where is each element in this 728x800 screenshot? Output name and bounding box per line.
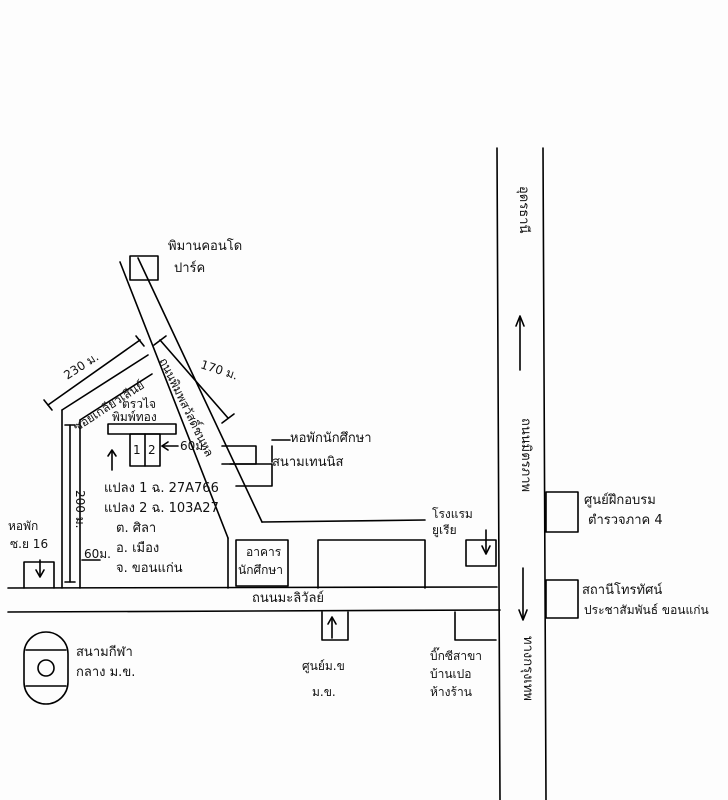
bigc-box [454,611,497,641]
plot-2-label: 2 [148,443,156,457]
main-road-label: ถนนมะลิวัลย์ [252,591,325,606]
museum-label: สถานีโทรทัศน์ [582,583,663,598]
stadium-center [37,659,55,677]
plot-1-label: 1 [133,443,141,457]
tambon-label: ต. ศิลา [116,521,157,536]
condo-label-2: ปาร์ค [174,261,206,276]
condo-box [129,255,159,281]
training-box [545,491,579,533]
soi-diagonal-outer [61,354,149,411]
gate-label-2: ม.ข. [312,685,336,699]
trip-house-label: ตรวไจ [122,397,157,411]
dim-60-label: 60ม. [180,439,207,453]
building-label: อาคาร [246,545,282,559]
stadium-label: สนามกีฬา [76,645,133,660]
tennis-label: สนามเทนนิส [272,455,344,470]
tennis-box [229,463,273,487]
highway-left-edge [496,147,501,800]
museum-box [545,579,579,619]
diagonal-road-bottom-edge [261,519,426,523]
bigc-label: บิ๊กซีสาขา [430,649,483,663]
hotel-label: โรงแรม [432,507,473,521]
diagonal-road-right [137,257,263,523]
highway-right-edge [542,147,547,800]
dim-200-label: 200 ม. [73,490,87,529]
bigc-label-2: บ้านเปอ [430,667,472,681]
udon-label: อุดรธานี [516,186,531,234]
dim-230-tick-b [135,335,145,347]
dim-230-tick-a [43,399,53,411]
condo-label: พิมานคอนโด [168,239,243,254]
arrow-south-head [518,609,528,621]
diagonal-road-left [119,261,229,539]
gate-label: ศูนย์ม.ข [302,659,345,673]
bigc-label-3: ห้างร้าน [430,685,472,699]
deed-1-label: แปลง 1 ฉ. 27A766 [104,481,219,496]
hotel-arrow-head [481,545,491,555]
amphoe-label: อ. เมือง [116,541,160,556]
hotel-box [465,539,497,567]
gate-box [321,611,349,641]
hotel-label-2: ยูเรีย [432,523,457,537]
deed-2-label: แปลง 2 ฉ. 103A27 [104,501,219,516]
dim-60b-label: 60ม. [84,547,111,561]
main-road-bottom [7,609,501,613]
stadium-outline [23,631,69,705]
building-label-2: นักศึกษา [238,563,283,577]
highway-box-left [317,539,426,589]
soi16-label: ซ.ย 16 [10,537,49,551]
dim-170-tick-a [153,335,167,346]
province-label: จ. ขอนแก่น [116,561,183,576]
museum-label-2: ประชาสัมพันธ์ ขอนแก่น [584,603,709,617]
hopak-label: หอพัก [8,519,39,533]
training-label-2: ตำรวจภาค 4 [588,513,663,528]
stadium-label-2: กลาง ม.ข. [76,665,136,680]
soi-diagonal-inner [79,373,153,421]
dim-170 [159,339,229,419]
dim-170-tick-b [221,413,235,424]
hostel-label: หอพักนักศึกษา [290,431,372,446]
bangkok-label: ทางกรุงเทพ [520,636,535,701]
hopak-box [23,561,55,589]
main-road-top [7,586,498,589]
training-label: ศูนย์ฝึกอบรม [584,493,656,508]
arrow-north-head [515,315,525,327]
trip-house-label-2: พิมพ์ทอง [112,410,157,424]
mittraphap-label: ถนนมิตรภาพ [518,418,533,493]
property-strip [107,423,177,435]
plot-pointer-head [107,449,117,457]
dim-230 [47,339,141,406]
gate-arrow-head [327,616,337,625]
hopak-arrow-head [35,569,45,578]
building-box [235,539,289,587]
dim-60-arrow [161,441,169,451]
